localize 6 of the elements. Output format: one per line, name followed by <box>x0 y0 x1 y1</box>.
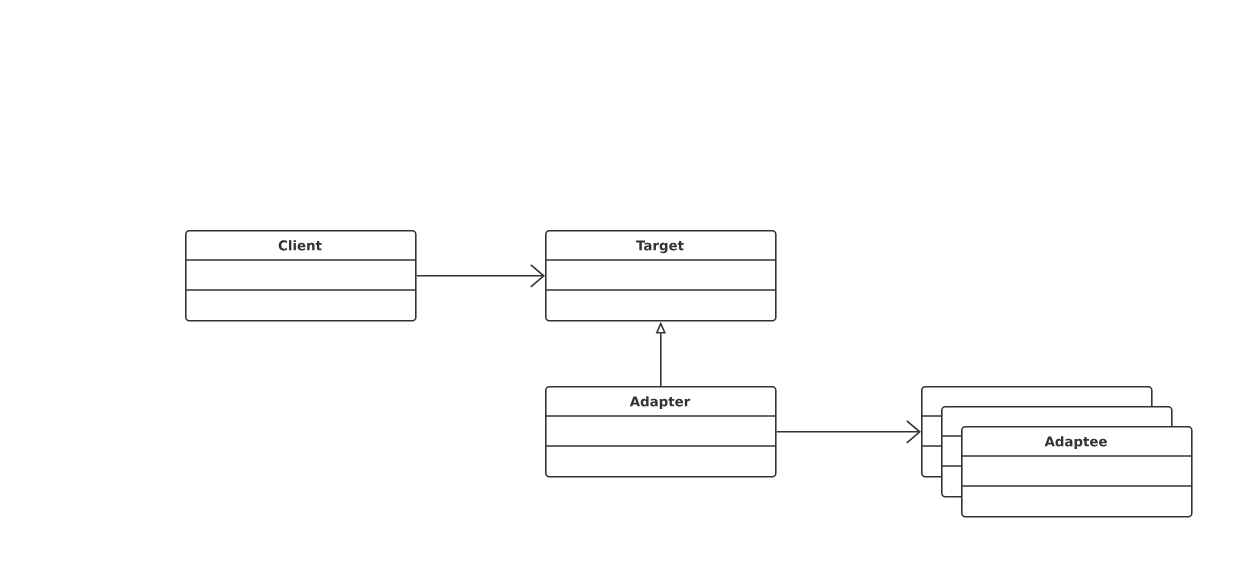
class-box: Target <box>544 230 777 322</box>
class-box: Adaptee <box>960 426 1193 518</box>
class-box: Adapter <box>544 386 777 478</box>
association-arrow <box>775 420 921 444</box>
association-arrow <box>415 264 545 288</box>
class-box: Client <box>184 230 417 322</box>
